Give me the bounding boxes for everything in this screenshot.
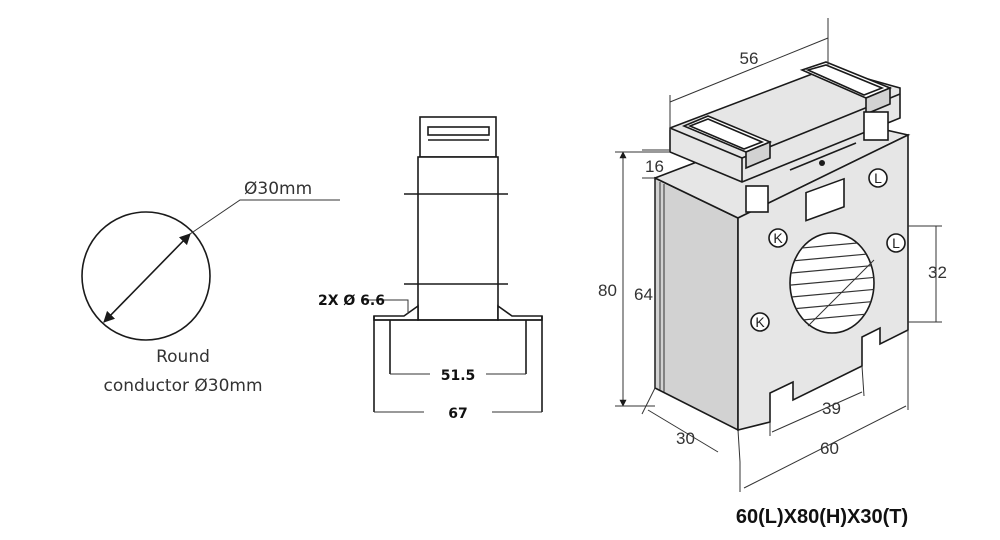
iso-terminal-k	[681, 115, 773, 170]
iso-window-height-label: 32	[928, 263, 947, 282]
side-hole-label: 2X Ø 6.6	[318, 293, 385, 309]
iso-nameplate	[805, 177, 845, 222]
dimensions-caption: 60(L)X80(H)X30(T)	[736, 506, 908, 528]
iso-depth-label: 30	[676, 429, 695, 448]
svg-text:K: K	[755, 314, 765, 330]
side-inner-width-label: 51.5	[441, 368, 476, 384]
iso-slot-spacing-label: 39	[822, 399, 841, 418]
iso-side-face	[654, 176, 739, 432]
svg-text:K: K	[773, 230, 783, 246]
side-outer-width-label: 67	[448, 406, 467, 422]
iso-body-height-label: 64	[634, 285, 653, 304]
conductor-circle	[81, 211, 211, 341]
conductor-diameter-label: Ø30mm	[244, 179, 312, 199]
round-conductor-view: Ø30mm Round conductor Ø30mm	[81, 179, 340, 396]
side-view: 2X Ø 6.6 51.5 67	[318, 116, 543, 422]
iso-front-terminal-right	[863, 111, 889, 141]
side-terminal-top	[419, 116, 497, 158]
side-body	[417, 156, 499, 321]
side-terminal-slot	[427, 126, 490, 136]
iso-terminal-l	[799, 61, 893, 116]
iso-marker-l-side: L	[886, 233, 906, 253]
iso-marker-k-top: K	[768, 228, 788, 248]
conductor-leader-line	[189, 199, 340, 235]
iso-front-terminal-left	[745, 185, 769, 213]
conductor-caption-line1: Round	[156, 347, 210, 367]
iso-top-width-label: 56	[740, 49, 759, 68]
conductor-diameter-arrow	[103, 233, 191, 323]
iso-total-height-label: 80	[598, 281, 617, 300]
iso-base-width-label: 60	[820, 439, 839, 458]
isometric-view: K L K L	[598, 18, 947, 492]
svg-text:L: L	[892, 235, 900, 251]
iso-marker-l-top: L	[868, 168, 888, 188]
conductor-caption-line2: conductor Ø30mm	[103, 376, 262, 396]
svg-text:L: L	[874, 170, 882, 186]
iso-top-offset-label: 16	[645, 157, 664, 176]
iso-marker-k-bottom: K	[750, 312, 770, 332]
